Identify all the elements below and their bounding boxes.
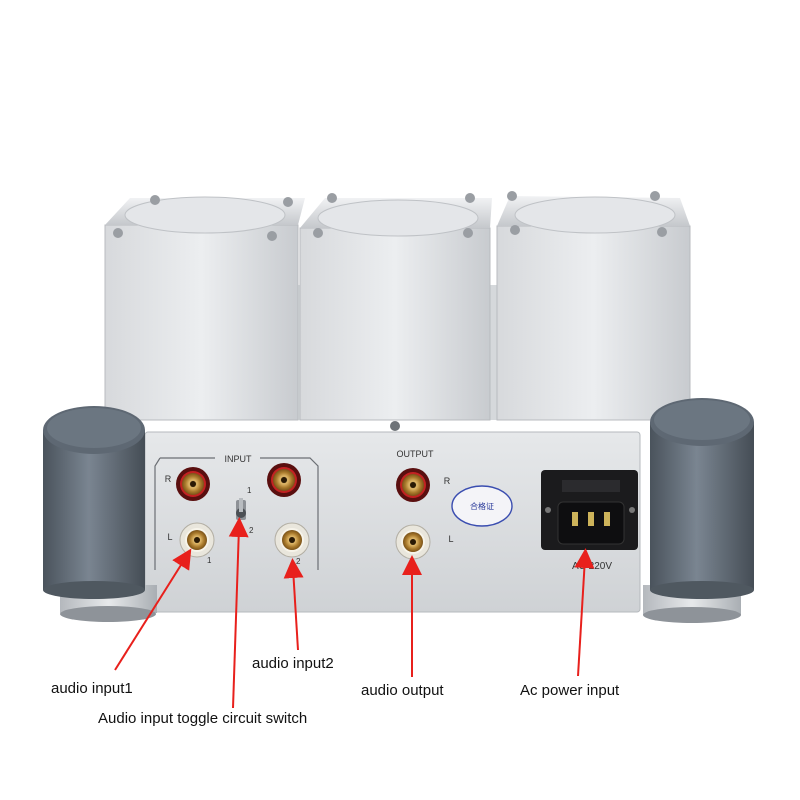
label-ac-power-input: Ac power input	[520, 682, 620, 699]
rca-input2-right[interactable]	[267, 463, 301, 497]
mount-screw	[390, 421, 400, 431]
rca-input1-left[interactable]	[179, 522, 215, 558]
input-r-label: R	[165, 474, 172, 484]
label-audio-output: audio output	[361, 682, 444, 699]
qc-sticker: 合格证	[451, 485, 513, 527]
input2-mark: 2	[296, 557, 301, 566]
input1-mark: 1	[207, 556, 212, 565]
ac-power-inlet[interactable]	[541, 470, 638, 550]
label-audio-input2: audio input2	[252, 655, 334, 672]
input-toggle-switch[interactable]	[236, 498, 246, 520]
arrow-toggle-switch	[228, 517, 249, 709]
rca-input1-right[interactable]	[176, 467, 210, 501]
output-r-label: R	[444, 476, 451, 486]
label-audio-input1: audio input1	[51, 680, 133, 697]
input-l-label: L	[167, 532, 172, 542]
input-bracket	[154, 457, 319, 570]
transformer-center	[299, 193, 492, 421]
switch-pos-2: 2	[249, 526, 254, 535]
right-knob-foot	[643, 398, 754, 623]
rca-output-left[interactable]	[395, 524, 431, 560]
transformer-right	[496, 191, 691, 421]
switch-pos-1: 1	[247, 486, 252, 495]
ac-voltage-label: AC 220V	[572, 561, 612, 572]
transformer-left	[104, 195, 305, 421]
sticker-text: 合格证	[470, 501, 494, 511]
arrow-ac-power	[574, 548, 595, 677]
rca-output-right[interactable]	[396, 468, 430, 502]
rca-input2-left[interactable]	[274, 522, 310, 558]
input-label: INPUT	[225, 454, 253, 464]
output-l-label: L	[448, 534, 453, 544]
label-toggle-switch: Audio input toggle circuit switch	[98, 710, 307, 727]
arrow-audio-input2	[283, 558, 304, 651]
left-knob-foot	[43, 406, 157, 622]
arrow-audio-input1	[114, 548, 192, 671]
output-label: OUTPUT	[397, 449, 435, 459]
